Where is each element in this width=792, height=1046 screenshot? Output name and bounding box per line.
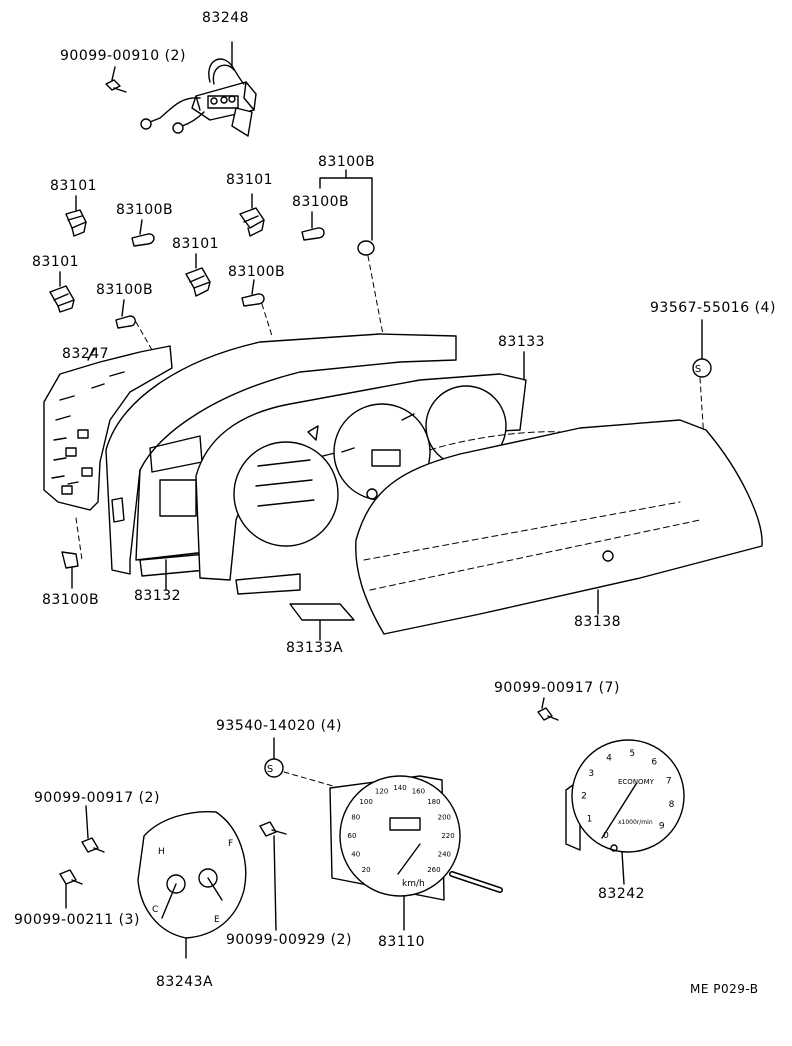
label-83100b-b: 83100B [292, 194, 350, 210]
screw-90099-00211 [59, 869, 83, 909]
label-83101-d: 83101 [32, 254, 80, 270]
tachometer-83242 [565, 739, 685, 885]
speedo-tick-100: 100 [359, 798, 372, 806]
screw-90099-00917-7 [537, 697, 559, 721]
label-83100b-e: 83100B [96, 282, 154, 298]
label-83138: 83138 [574, 614, 622, 630]
bulb-83100b-e [115, 299, 136, 329]
label-83100b-a: 83100B [116, 202, 174, 218]
clip-93567 [692, 319, 712, 378]
speedo-tick-220: 220 [441, 832, 454, 840]
tacho-tick-9: 9 [659, 821, 665, 831]
clip-93540 [264, 737, 284, 778]
fuel-temp-gauge-83243a [137, 811, 247, 959]
speedo-tick-240: 240 [438, 850, 451, 858]
socket-83101-a [65, 195, 87, 237]
bulb-83100b-f [61, 551, 79, 589]
bulb-83100b-c [319, 169, 375, 256]
screw-90099-00929 [259, 821, 287, 931]
label-83100b-bracket: 83100B [318, 154, 376, 170]
gauge-mark-f: F [228, 839, 233, 849]
speedo-tick-20: 20 [362, 866, 371, 874]
gauge-mark-h: H [158, 847, 165, 857]
label-83132: 83132 [134, 588, 182, 604]
screw-90099-00917-2 [81, 805, 105, 853]
label-83243a: 83243A [156, 974, 214, 990]
label-83101-a: 83101 [50, 178, 98, 194]
label-83101-b: 83101 [226, 172, 274, 188]
speedo-tick-140: 140 [393, 784, 406, 792]
label-83110: 83110 [378, 934, 426, 950]
meter-plate-83133 [195, 351, 527, 595]
label-90099-00910: 90099-00910 (2) [60, 48, 186, 64]
socket-83101-d [49, 271, 75, 313]
reference-code: ME P029-B [690, 982, 759, 996]
speedo-tick-180: 180 [427, 798, 440, 806]
speedometer-83110 [329, 775, 503, 931]
speedo-tick-40: 40 [351, 850, 360, 858]
label-83100b-f: 83100B [42, 592, 100, 608]
leader-lines [75, 255, 705, 789]
socket-83101-c [185, 253, 211, 297]
label-93567-55016: 93567-55016 (4) [650, 300, 776, 316]
label-83247: 83247 [62, 346, 110, 362]
speedo-tick-120: 120 [375, 788, 388, 796]
tacho-tick-2: 2 [581, 791, 587, 801]
tacho-tick-8: 8 [669, 800, 675, 810]
label-90099-00917-2: 90099-00917 (2) [34, 790, 160, 806]
speedo-tick-200: 200 [438, 814, 451, 822]
label-83248: 83248 [202, 10, 250, 26]
wiring-harness-83248 [140, 41, 257, 137]
label-83100b-d: 83100B [228, 264, 286, 280]
socket-83101-b [239, 193, 265, 237]
meter-glass-83138 [355, 419, 763, 635]
tacho-unit-text: x1000r/min [618, 819, 653, 826]
label-83133: 83133 [498, 334, 546, 350]
label-90099-00917-7: 90099-00917 (7) [494, 680, 620, 696]
tacho-tick-3: 3 [588, 769, 594, 779]
label-93540-14020: 93540-14020 (4) [216, 718, 342, 734]
tacho-tick-0: 0 [603, 831, 609, 841]
gauge-mark-e: E [214, 915, 220, 925]
speedo-tick-80: 80 [351, 814, 360, 822]
clip-93540-symbol: S [267, 764, 273, 775]
bulb-83100b-a [131, 219, 155, 247]
tacho-tick-7: 7 [666, 776, 672, 786]
tacho-economy-text: ECONOMY [618, 778, 655, 786]
tacho-tick-1: 1 [587, 814, 593, 824]
bulb-83100b-b [301, 211, 325, 241]
speedo-unit-text: km/h [402, 879, 425, 889]
label-83242: 83242 [598, 886, 646, 902]
label-90099-00929: 90099-00929 (2) [226, 932, 352, 948]
speedo-tick-260: 260 [427, 866, 440, 874]
speedo-tick-60: 60 [348, 832, 357, 840]
label-83133a: 83133A [286, 640, 344, 656]
tacho-tick-6: 6 [651, 758, 657, 768]
bracket-83133a [289, 603, 355, 641]
label-90099-00211: 90099-00211 (3) [14, 912, 140, 928]
label-83101-c: 83101 [172, 236, 220, 252]
speedo-tick-160: 160 [412, 788, 425, 796]
tacho-tick-4: 4 [606, 753, 612, 763]
bulb-83100b-d [241, 279, 265, 307]
printed-circuit-83247 [43, 345, 173, 511]
gauge-mark-c: C [152, 905, 158, 915]
tacho-tick-5: 5 [629, 749, 635, 759]
clip-93567-symbol: S [695, 364, 701, 375]
tacho-tick-labels: 01 2 3 4 5 67 8 9 [581, 749, 675, 841]
screw-90099-00910 [105, 66, 127, 93]
